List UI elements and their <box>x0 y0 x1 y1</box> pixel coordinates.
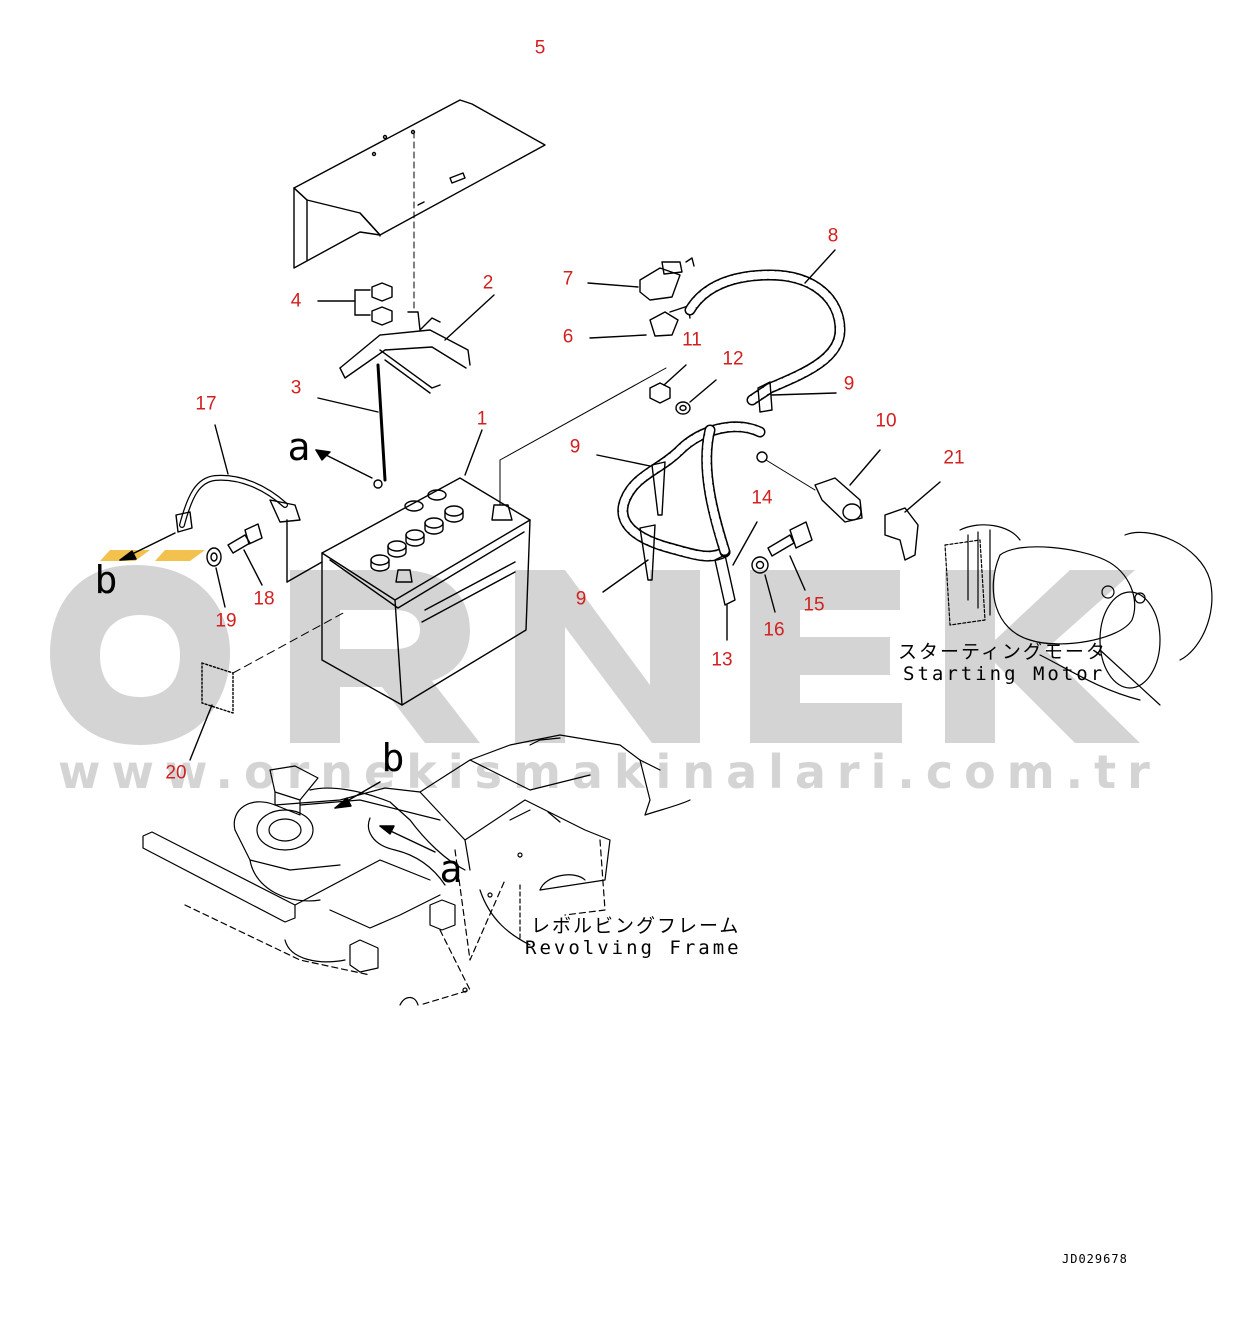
part-number-18: 18 <box>253 588 275 610</box>
negative-cable <box>175 424 323 583</box>
ground-bolt-set <box>751 521 813 613</box>
terminal-clamp <box>587 257 695 339</box>
part-number-21: 21 <box>943 447 965 469</box>
part-number-2: 2 <box>482 272 494 294</box>
watermark-url: www.ornekismakinalari.com.tr <box>58 745 1161 799</box>
callout-b-frame: b <box>381 736 405 780</box>
part-number-15b: 15 <box>803 594 825 616</box>
part-number-11: 11 <box>682 329 702 351</box>
part-number-8b: 8 <box>827 225 839 247</box>
part-number-9-b: 9 <box>569 436 581 458</box>
revolving-frame-label-jp: レボルビングフレーム <box>531 915 741 937</box>
starting-motor-label-en: Starting Motor <box>903 663 1106 685</box>
positive-cable <box>617 249 846 562</box>
part-number-9-a: 9 <box>843 373 855 395</box>
callout-b-left: b <box>94 558 118 602</box>
part-number-4: 4 <box>290 290 302 312</box>
hold-down-bracket <box>339 294 495 394</box>
part-number-20: 20 <box>165 762 187 784</box>
callout-a-frame: a <box>439 847 463 891</box>
watermark-logo <box>50 550 1140 745</box>
nuts <box>317 282 393 326</box>
label-plate <box>189 611 346 761</box>
nut-washer-set <box>649 364 717 415</box>
part-number-6b: 6 <box>562 326 574 348</box>
part-number-5: 5 <box>534 37 546 59</box>
battery-cover <box>293 99 546 311</box>
bolt-washer-set <box>206 523 263 608</box>
cable-clamps <box>596 381 837 593</box>
part-number-7: 7 <box>562 268 574 290</box>
part-number-14: 14 <box>751 487 773 509</box>
part-number-3: 3 <box>290 377 302 399</box>
revolving-frame <box>142 734 691 1006</box>
part-number-12: 12 <box>722 348 744 370</box>
battery <box>321 367 667 706</box>
revolving-frame-label-en: Revolving Frame <box>525 937 742 959</box>
starting-motor-label-jp: スターティングモータ <box>898 641 1107 663</box>
hold-down-rod <box>317 363 387 489</box>
callout-a-upper: a <box>287 425 311 469</box>
ground-strap <box>714 521 758 641</box>
part-number-10: 10 <box>875 410 897 432</box>
part-number-19: 19 <box>215 610 237 632</box>
part-number-1: 1 <box>476 408 488 430</box>
part-number-13: 13 <box>711 649 733 671</box>
part-number-17: 17 <box>195 393 217 415</box>
terminal-cover <box>884 481 941 561</box>
terminal-boot <box>814 449 881 523</box>
part-number-9-c: 9 <box>575 588 587 610</box>
drawing-code: JD029678 <box>1062 1252 1128 1266</box>
part-number-16: 16 <box>763 619 785 641</box>
starting-motor <box>944 524 1213 706</box>
